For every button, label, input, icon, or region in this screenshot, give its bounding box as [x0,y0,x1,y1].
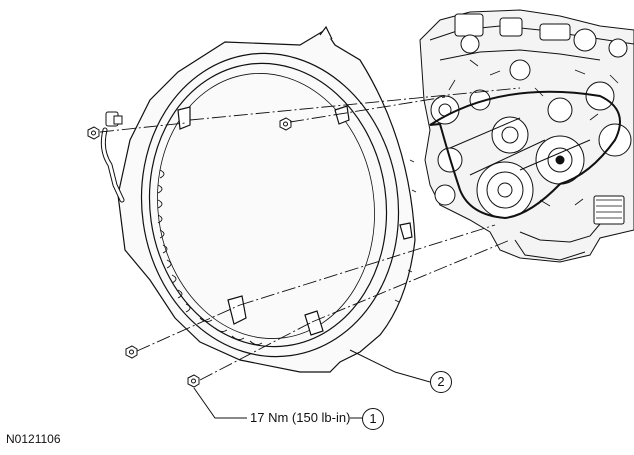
torque-spec-label: 17 Nm (150 lb-in) [250,410,351,425]
bolt-upper-left [87,126,100,140]
fan-shroud-ring [117,25,417,373]
bolts [87,117,292,388]
callout-2: 2 [430,371,452,393]
callout-1: 1 [362,408,384,430]
leader-lines [193,349,431,419]
hose-connector [100,111,125,203]
figure-id-code: N0121106 [6,432,61,446]
engine-illustration [419,9,634,263]
alignment-lines [99,87,521,381]
bolt-lower-left [125,345,138,359]
bolt-lower-mid [187,374,200,388]
bolt-upper-mid [279,117,292,131]
